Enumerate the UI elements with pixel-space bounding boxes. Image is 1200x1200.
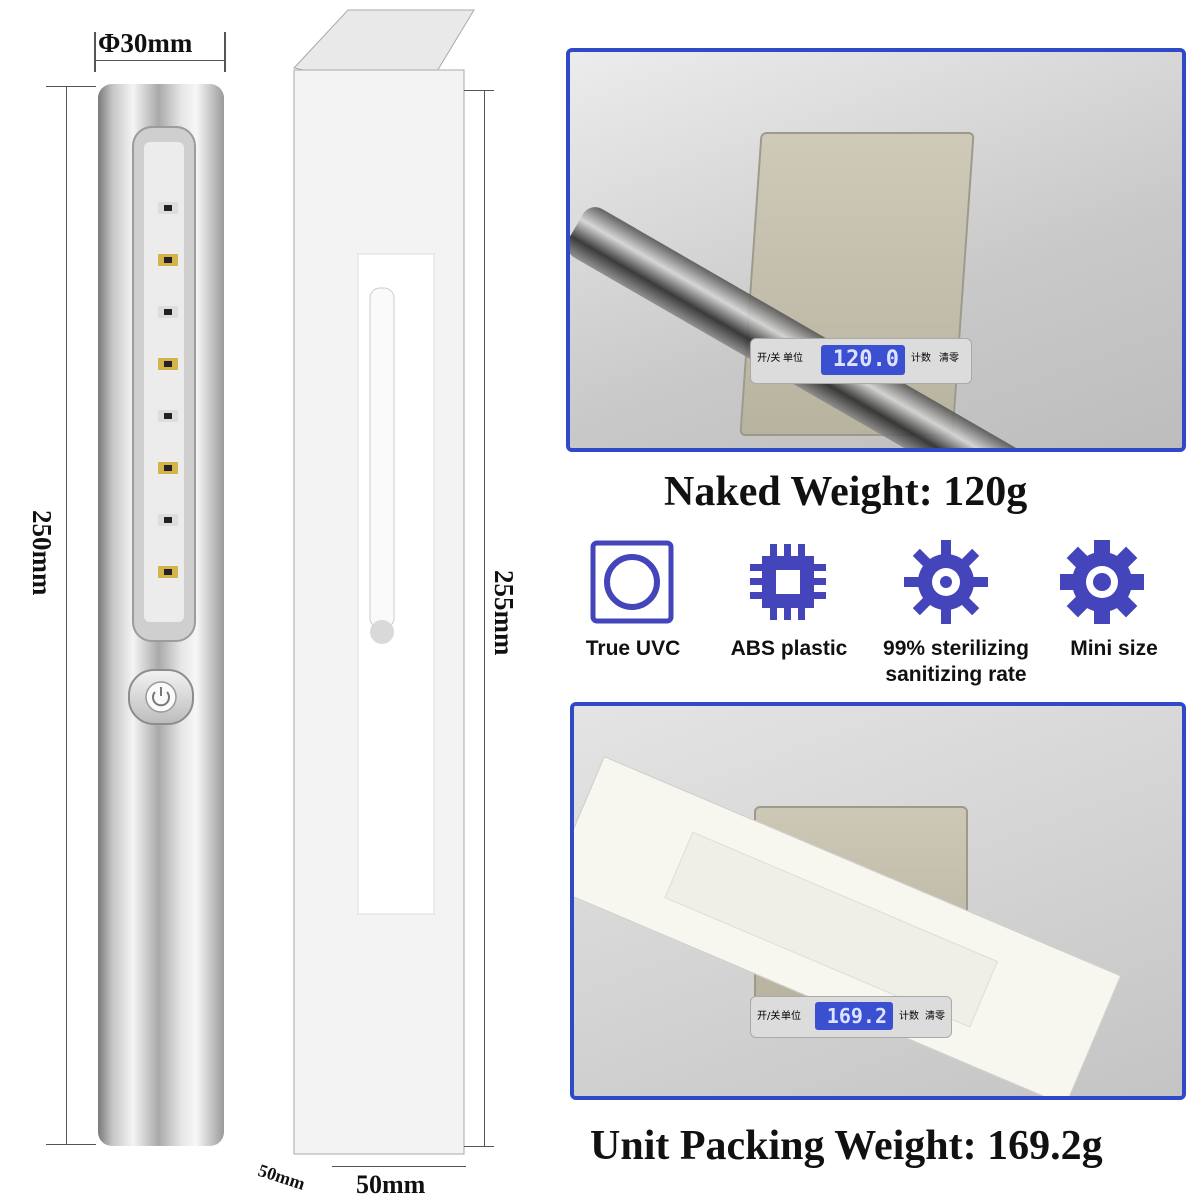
packing-weight-caption: Unit Packing Weight: 169.2g xyxy=(590,1123,1103,1169)
diameter-label: Φ30mm xyxy=(98,28,193,58)
scale-button-count: 计数 xyxy=(899,1011,919,1022)
led-uvc xyxy=(158,566,178,578)
power-icon xyxy=(145,681,177,713)
scale-button-count: 计数 xyxy=(911,353,931,364)
wand-length-line xyxy=(66,86,67,1144)
led-chip xyxy=(158,514,178,526)
scale-button-unit: 单位 xyxy=(783,353,803,364)
led-window xyxy=(132,126,196,642)
chip-icon xyxy=(750,544,826,620)
led-uvc xyxy=(158,254,178,266)
led-strip xyxy=(144,142,184,622)
scale-button-tare: 清零 xyxy=(925,1011,945,1022)
scale-reading: 169.2 xyxy=(826,1004,887,1028)
uv-wand xyxy=(98,84,224,1146)
scale-button-power: 开/关 xyxy=(757,1011,781,1022)
led-chip xyxy=(158,306,178,318)
scale-button-power: 开/关 xyxy=(757,353,781,364)
scale-reading: 120.0 xyxy=(832,347,899,372)
diameter-line xyxy=(94,60,226,61)
gear-icon xyxy=(904,540,988,624)
feature-label-abs: ABS plastic xyxy=(730,637,848,660)
packing-weight-photo: 开/关 单位 169.2 计数 清零 xyxy=(570,702,1186,1100)
power-button xyxy=(128,669,194,725)
feature-label-sterilizing: 99% sterilizing sanitizing rate xyxy=(883,637,1029,686)
led-chip xyxy=(158,410,178,422)
wand-length-tick-bottom xyxy=(46,1144,96,1145)
box-length-tick-top xyxy=(464,90,494,91)
naked-weight-photo: 开/关 单位 120.0 计数 清零 xyxy=(566,48,1186,452)
box-width-label: 50mm xyxy=(356,1170,426,1199)
dim-tick-left xyxy=(94,32,96,72)
square-circle-icon xyxy=(590,540,674,624)
packing-box xyxy=(293,9,475,1155)
scale-display: 120.0 xyxy=(821,345,905,375)
led-chip xyxy=(158,202,178,214)
dim-tick-right xyxy=(224,32,226,72)
feature-label-uvc: True UVC xyxy=(585,637,681,660)
cog-icon xyxy=(1060,540,1144,624)
scale-panel: 开/关 单位 169.2 计数 清零 xyxy=(750,996,952,1038)
led-uvc xyxy=(158,462,178,474)
led-uvc xyxy=(158,358,178,370)
wand-length-tick-top xyxy=(46,86,96,87)
scale-display: 169.2 xyxy=(815,1002,893,1030)
scale-button-unit: 单位 xyxy=(781,1011,801,1022)
box-width-line xyxy=(332,1166,466,1167)
box-length-label: 255mm xyxy=(489,570,519,656)
naked-weight-caption: Naked Weight: 120g xyxy=(664,469,1028,515)
box-length-tick-bottom xyxy=(464,1146,494,1147)
scale-button-tare: 清零 xyxy=(939,353,959,364)
box-length-line xyxy=(484,90,485,1146)
scale-panel: 开/关 单位 120.0 计数 清零 xyxy=(750,338,972,384)
feature-label-mini: Mini size xyxy=(1070,637,1158,660)
wand-length-label: 250mm xyxy=(27,510,57,596)
